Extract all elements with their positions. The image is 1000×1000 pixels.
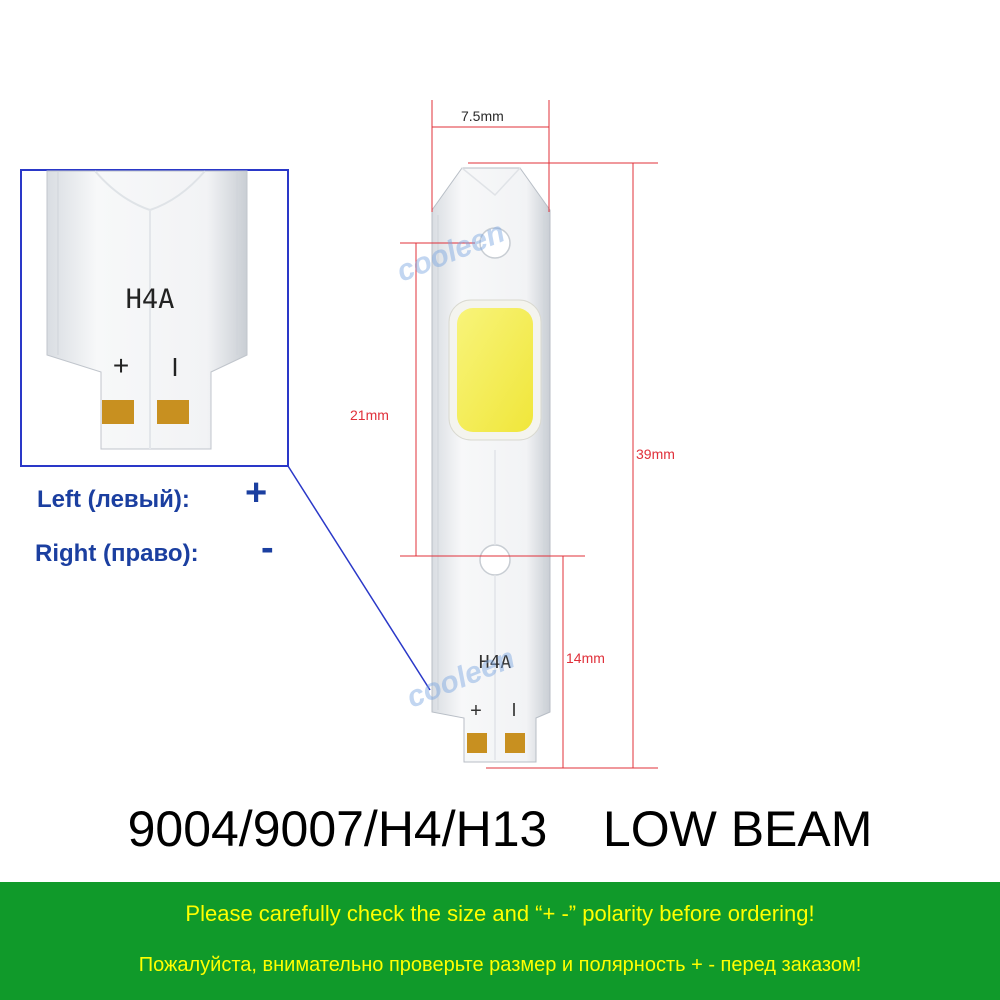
notice-russian: Пожалуйста, внимательно проверьте размер… bbox=[138, 954, 862, 976]
product-title: 9004/9007/H4/H13 LOW BEAM bbox=[127, 801, 873, 857]
board-pad-minus bbox=[505, 733, 525, 753]
dimension-length-label: 39mm bbox=[636, 446, 675, 462]
board-chip-code: H4A bbox=[478, 652, 512, 673]
dimension-tail-label: 14mm bbox=[566, 650, 605, 666]
notice-english: Please carefully check the size and “+ -… bbox=[185, 901, 815, 926]
led-chip bbox=[457, 308, 533, 432]
zoom-plus-mark: + bbox=[112, 350, 130, 381]
legend-left-label: Left (левый): bbox=[37, 486, 190, 513]
dimension-led-label: 21mm bbox=[350, 407, 389, 423]
dimension-lines bbox=[400, 100, 658, 769]
zoom-board bbox=[46, 170, 248, 450]
legend-plus-sign: + bbox=[245, 472, 268, 514]
board-pad-plus bbox=[467, 733, 487, 753]
connector-line bbox=[287, 465, 431, 691]
zoom-minus-mark: I bbox=[171, 352, 179, 382]
notice-banner: Please carefully check the size and “+ -… bbox=[0, 882, 1000, 1000]
legend-right-label: Right (право): bbox=[35, 540, 199, 567]
zoom-pad-minus bbox=[157, 400, 189, 424]
zoom-chip-code: H4A bbox=[125, 284, 175, 315]
zoom-pad-plus bbox=[102, 400, 134, 424]
legend-minus-sign: - bbox=[261, 527, 274, 569]
board-minus-mark: I bbox=[511, 700, 517, 720]
led-board bbox=[431, 167, 551, 763]
mount-hole-top bbox=[479, 227, 511, 259]
mount-hole-bottom bbox=[479, 544, 511, 576]
dimension-width-label: 7.5mm bbox=[461, 108, 504, 124]
board-plus-mark: + bbox=[470, 700, 482, 722]
zoom-detail bbox=[20, 169, 289, 467]
